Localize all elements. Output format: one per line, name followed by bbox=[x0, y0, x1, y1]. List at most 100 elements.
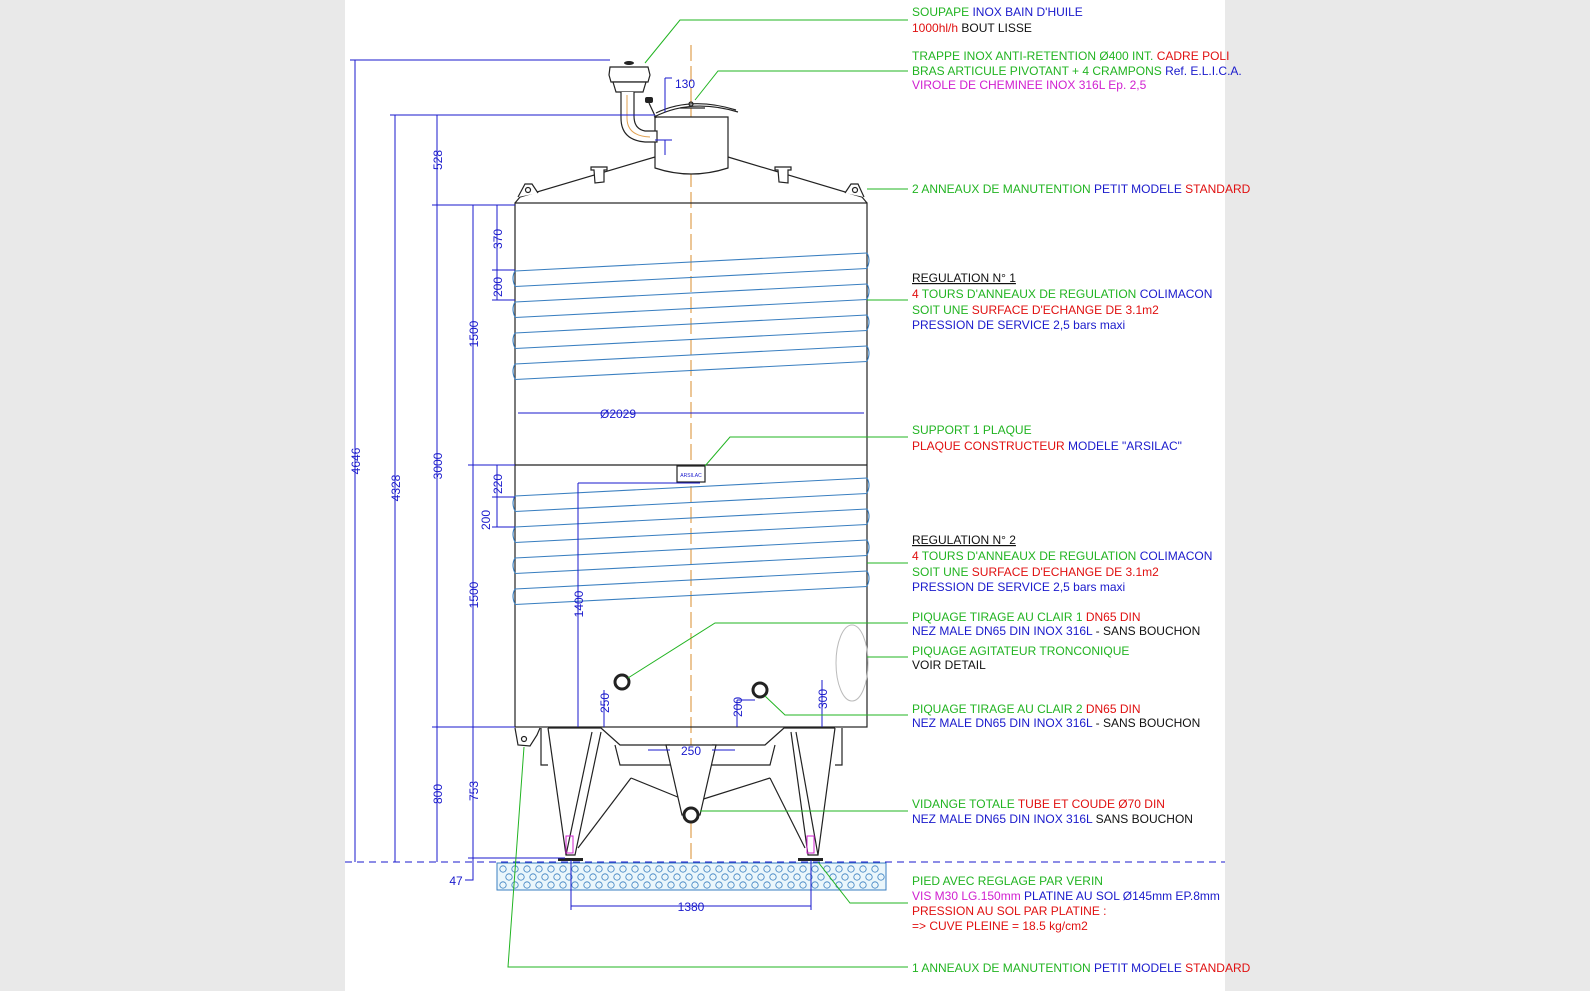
annotation-segment: VIROLE DE CHEMINEE INOX 316L Ep. 2,5 bbox=[912, 78, 1147, 92]
dim-coil2-offset: 220 bbox=[491, 474, 505, 494]
concrete-slab bbox=[496, 862, 887, 891]
concrete-aggregate bbox=[661, 873, 669, 881]
outlet-2 bbox=[751, 681, 769, 699]
concrete-aggregate bbox=[589, 873, 597, 881]
concrete-aggregate bbox=[799, 881, 807, 889]
dim-leg-spacing: 1380 bbox=[678, 900, 705, 914]
annotation-segment: COLIMACON bbox=[1136, 549, 1212, 563]
concrete-aggregate bbox=[607, 881, 615, 889]
annotation-segment: NEZ MALE DN65 DIN INOX 316L bbox=[912, 716, 1093, 730]
concrete-aggregate bbox=[775, 881, 783, 889]
concrete-aggregate bbox=[631, 881, 639, 889]
plate-logo: ARSILAC bbox=[680, 473, 702, 479]
dim-height-manhole: 4328 bbox=[389, 474, 403, 501]
concrete-aggregate bbox=[859, 865, 867, 873]
dim-coil2-pitch: 200 bbox=[479, 510, 493, 530]
roof-nozzle-right bbox=[774, 166, 792, 184]
concrete-aggregate bbox=[667, 881, 675, 889]
concrete-aggregate bbox=[541, 873, 549, 881]
annotation-line: 2 ANNEAUX DE MANUTENTION PETIT MODELE ST… bbox=[912, 182, 1251, 196]
annotation-line: PRESSION DE SERVICE 2,5 bars maxi bbox=[912, 580, 1125, 594]
concrete-aggregate bbox=[685, 873, 693, 881]
jack-screw-left bbox=[565, 835, 574, 854]
coil-turn-line bbox=[514, 360, 868, 381]
manufacturer-plate: ARSILAC bbox=[676, 465, 706, 483]
annotation-segment: 1 ANNEAUX DE MANUTENTION bbox=[912, 961, 1091, 975]
annotation-segment: COLIMACON bbox=[1136, 287, 1212, 301]
concrete-aggregate bbox=[523, 865, 531, 873]
annotation-line: 4 TOURS D'ANNEAUX DE REGULATION COLIMACO… bbox=[912, 287, 1212, 301]
annotation-segment: STANDARD bbox=[1182, 961, 1251, 975]
concrete-aggregate bbox=[859, 881, 867, 889]
concrete-aggregate bbox=[709, 873, 717, 881]
concrete-aggregate bbox=[763, 881, 771, 889]
lifting-lug-right bbox=[844, 183, 865, 198]
concrete-aggregate bbox=[565, 873, 573, 881]
lifting-lug-bottom bbox=[514, 727, 541, 747]
tank-legs bbox=[540, 727, 843, 861]
concrete-aggregate bbox=[721, 873, 729, 881]
annotation-line: NEZ MALE DN65 DIN INOX 316L - SANS BOUCH… bbox=[912, 716, 1200, 730]
annotation-segment: DN65 DIN bbox=[1083, 610, 1141, 624]
concrete-aggregate bbox=[595, 865, 603, 873]
concrete-aggregate bbox=[769, 873, 777, 881]
coil-turn-line bbox=[514, 554, 868, 575]
concrete-aggregate bbox=[595, 881, 603, 889]
annotation-segment: VOIR DETAIL bbox=[912, 658, 986, 672]
concrete-aggregate bbox=[607, 865, 615, 873]
coil-turn-line bbox=[514, 283, 868, 303]
concrete-aggregate bbox=[805, 873, 813, 881]
drain-outlet bbox=[682, 806, 700, 824]
annotation-segment: PIQUAGE AGITATEUR TRONCONIQUE bbox=[912, 644, 1129, 658]
coil-turn-line bbox=[514, 570, 868, 590]
concrete-aggregate bbox=[643, 881, 651, 889]
annotation-segment: MODELE "ARSILAC" bbox=[1065, 439, 1182, 453]
concrete-aggregate bbox=[763, 865, 771, 873]
coil-turn-line bbox=[514, 314, 868, 334]
annotation-segment: PIED AVEC REGLAGE PAR VERIN bbox=[912, 874, 1103, 888]
annotation-segment: 1000hl/h bbox=[912, 21, 958, 35]
concrete-aggregate bbox=[679, 865, 687, 873]
dim-leg-height: 753 bbox=[467, 781, 481, 801]
annotation-segment: PLATINE AU SOL Ø145mm EP.8mm bbox=[1021, 889, 1220, 903]
concrete-aggregate bbox=[625, 873, 633, 881]
drawing-sheet bbox=[345, 0, 1225, 991]
annotation-segment: TOURS D'ANNEAUX DE REGULATION bbox=[919, 549, 1137, 563]
concrete-aggregate bbox=[703, 881, 711, 889]
concrete-aggregate bbox=[727, 865, 735, 873]
annotation-segment: REGULATION N° 2 bbox=[912, 533, 1016, 547]
safety-valve bbox=[608, 61, 658, 143]
concrete-aggregate bbox=[571, 881, 579, 889]
annotation-segment: TOURS D'ANNEAUX DE REGULATION bbox=[919, 287, 1137, 301]
annotation-segment: CADRE POLI bbox=[1153, 49, 1229, 63]
concrete-aggregate bbox=[799, 865, 807, 873]
annotation-segment: PETIT MODELE bbox=[1091, 961, 1182, 975]
coil-bend bbox=[512, 314, 870, 349]
annotation-line: REGULATION N° 2 bbox=[912, 533, 1016, 547]
concrete-aggregate bbox=[673, 873, 681, 881]
concrete-aggregate bbox=[583, 865, 591, 873]
agitator-port bbox=[835, 624, 869, 702]
roof-nozzle-left bbox=[590, 166, 608, 184]
manhole-clamp-icon bbox=[645, 97, 653, 103]
dim-ground-offset: 47 bbox=[449, 874, 463, 888]
concrete-aggregate bbox=[559, 865, 567, 873]
concrete-aggregate bbox=[871, 881, 879, 889]
annotation-segment: VIDANGE TOTALE bbox=[912, 797, 1015, 811]
dim-coil1-offset: 370 bbox=[491, 229, 505, 249]
concrete-aggregate bbox=[739, 881, 747, 889]
concrete-aggregate bbox=[523, 881, 531, 889]
coil-turn-line bbox=[514, 492, 868, 513]
annotation-segment: PRESSION AU SOL PAR PLATINE : bbox=[912, 904, 1107, 918]
annotation-segment: PETIT MODELE bbox=[1091, 182, 1182, 196]
annotation-segment: => CUVE PLEINE = 18.5 kg/cm2 bbox=[912, 919, 1088, 933]
annotation-segment: STANDARD bbox=[1182, 182, 1251, 196]
concrete-aggregate bbox=[499, 881, 507, 889]
concrete-aggregate bbox=[655, 881, 663, 889]
concrete-aggregate bbox=[745, 873, 753, 881]
